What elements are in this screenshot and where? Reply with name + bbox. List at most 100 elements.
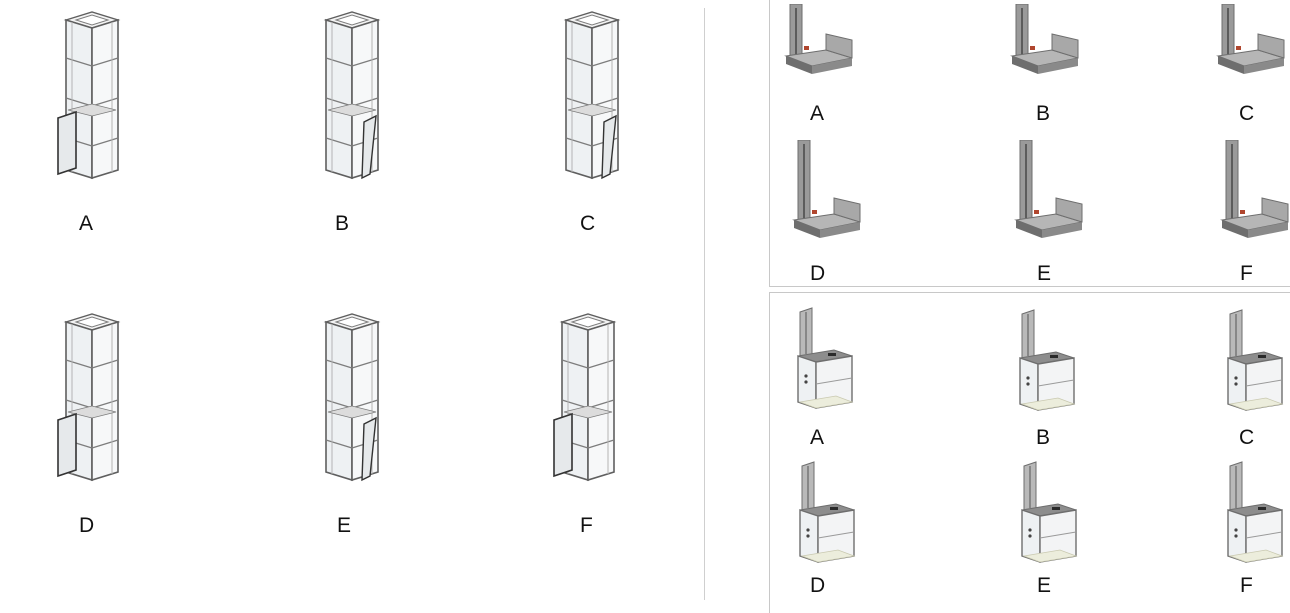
- platform-label-b: B: [1036, 102, 1051, 125]
- lift-button: [804, 380, 808, 384]
- cabin-band: [351, 57, 379, 67]
- platform-base-side: [794, 220, 820, 238]
- cabin-band: [325, 439, 353, 449]
- cabin-band: [351, 359, 379, 369]
- cabin-label-d: D: [79, 514, 95, 537]
- platform-base-front: [1248, 222, 1288, 238]
- enclosed-lift-diagram: [1227, 461, 1284, 563]
- lift-roof-slot: [1050, 355, 1058, 358]
- platform-base-side: [1222, 220, 1248, 238]
- lift-button: [1234, 382, 1238, 386]
- lift-label-f: F: [1240, 574, 1253, 597]
- platform-side-wall: [1257, 33, 1285, 59]
- cabin-band: [565, 137, 593, 147]
- platform-side-wall: [1051, 33, 1079, 59]
- platform-label-e: E: [1037, 262, 1052, 285]
- platform-base-side: [1218, 56, 1244, 74]
- lift-floor: [1022, 549, 1078, 563]
- cabin-top-opening: [574, 14, 610, 26]
- cabin-band: [591, 97, 619, 107]
- lift-button: [1026, 376, 1030, 380]
- cabin-floor-plate: [567, 103, 617, 117]
- cabin-band: [325, 359, 353, 369]
- platform-figure-b: [1008, 3, 1088, 91]
- platform-lift-diagram: [792, 139, 861, 238]
- cabin-options-panel: A B C D E F: [52, 10, 621, 537]
- platform-figure-c: [1214, 3, 1290, 91]
- platform-label-d: D: [810, 262, 826, 285]
- lift-roof-slot: [1258, 355, 1266, 358]
- cabin-door-open: [57, 412, 77, 478]
- lift-rail: [1037, 379, 1075, 387]
- cabin-band: [325, 97, 353, 107]
- cabin-floor-plate: [563, 405, 613, 419]
- cabin-floor-plate: [327, 103, 377, 117]
- glass-cabin-diagram: [57, 11, 121, 180]
- enclosed-lift-diagram: [1019, 309, 1076, 411]
- cabin-band: [91, 137, 119, 147]
- platform-label-f: F: [1240, 262, 1253, 285]
- panel-divider: [704, 8, 705, 600]
- cabin-band: [91, 399, 119, 409]
- platform-side-wall: [825, 33, 853, 59]
- cabin-door-open: [553, 412, 573, 478]
- platform-options-panel: [769, 0, 1290, 287]
- lift-floor: [1020, 397, 1076, 411]
- platform-figure-f: [1218, 139, 1290, 255]
- platform-side-wall: [1055, 197, 1083, 223]
- cabin-band: [351, 399, 379, 409]
- cabin-label-f: F: [580, 514, 593, 537]
- platform-control: [804, 46, 809, 50]
- lift-floor: [1228, 549, 1284, 563]
- cabin-figure-b: [312, 10, 392, 185]
- platform-control: [1240, 210, 1245, 214]
- cabin-band: [591, 57, 619, 67]
- cabin-floor-plate: [67, 103, 117, 117]
- glass-cabin-diagram: [323, 11, 381, 180]
- cabin-band: [587, 359, 615, 369]
- lift-label-c: C: [1239, 426, 1255, 449]
- lift-label-d: D: [810, 574, 826, 597]
- cabin-top-opening: [334, 316, 370, 328]
- lift-roof-slot: [828, 353, 836, 356]
- platform-lift-diagram: [784, 3, 853, 74]
- lift-rail: [815, 377, 853, 385]
- lift-button: [1026, 382, 1030, 386]
- cabin-top-opening: [74, 316, 110, 328]
- cabin-band: [91, 359, 119, 369]
- enclosed-lift-diagram: [797, 307, 854, 409]
- platform-lift-diagram: [1010, 3, 1079, 74]
- lift-button: [1028, 528, 1032, 532]
- cabin-label-c: C: [580, 212, 596, 235]
- lift-button: [806, 534, 810, 538]
- lift-button: [1028, 534, 1032, 538]
- enclosed-lift-diagram: [1227, 309, 1284, 411]
- platform-lift-diagram: [1220, 139, 1289, 238]
- platform-base-front: [1042, 222, 1082, 238]
- lift-figure-a: [794, 304, 858, 419]
- lift-rail: [1039, 531, 1077, 539]
- cabin-door-open: [361, 114, 377, 180]
- enclosed-lift-diagram: [799, 461, 856, 563]
- lift-button: [1234, 376, 1238, 380]
- platform-lift-diagram: [1014, 139, 1083, 238]
- cabin-band: [325, 137, 353, 147]
- cabin-door-open: [361, 416, 377, 482]
- cabin-door-open: [57, 110, 77, 176]
- lift-options-panel: [769, 292, 1290, 613]
- glass-cabin-diagram: [323, 313, 381, 482]
- lift-rail: [1245, 531, 1283, 539]
- cabin-band: [565, 97, 593, 107]
- lift-rail: [817, 531, 855, 539]
- platform-figure-d: [790, 139, 870, 255]
- lift-roof-slot: [1258, 507, 1266, 510]
- platform-control: [1236, 46, 1241, 50]
- cabin-top-opening: [74, 14, 110, 26]
- cabin-band: [325, 399, 353, 409]
- lift-button: [806, 528, 810, 532]
- platform-base-side: [1016, 220, 1042, 238]
- lift-label-b: B: [1036, 426, 1051, 449]
- platform-figure-e: [1012, 139, 1092, 255]
- lift-figure-f: [1224, 458, 1288, 573]
- cabin-figure-a: [52, 10, 132, 185]
